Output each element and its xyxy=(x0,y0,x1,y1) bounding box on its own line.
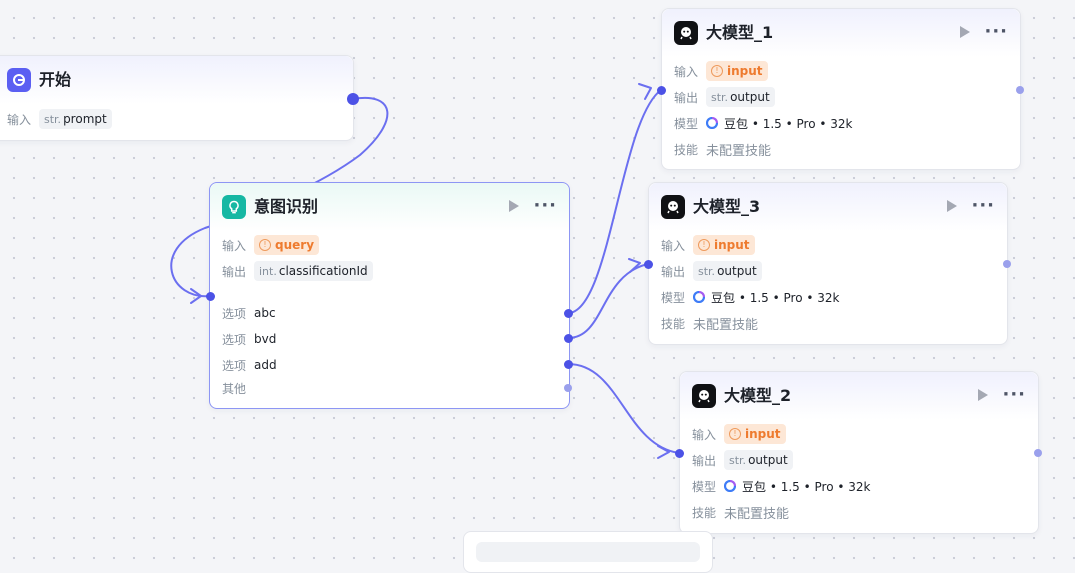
intent-option-1-port[interactable] xyxy=(564,309,573,318)
more-icon[interactable]: ··· xyxy=(1002,384,1026,405)
llm2-node-title: 大模型_2 xyxy=(724,386,792,405)
play-icon[interactable] xyxy=(978,389,989,401)
play-icon[interactable] xyxy=(509,200,520,212)
start-output-port[interactable] xyxy=(347,93,359,105)
llm-robot-icon xyxy=(674,21,698,45)
llm1-skill-row: 技能 未配置技能 xyxy=(674,139,771,159)
start-node-header: 开始 xyxy=(0,56,353,104)
llm3-node[interactable]: 大模型_3 ··· 输入 ! input 输出 str. output 模型 豆… xyxy=(648,182,1008,345)
start-input-row: 输入 str. prompt xyxy=(7,109,112,129)
llm1-input-port[interactable] xyxy=(657,86,666,95)
intent-output-chip[interactable]: int. classificationId xyxy=(254,261,373,281)
intent-option-1: abc xyxy=(254,306,276,320)
llm2-node-header: 大模型_2 ··· xyxy=(680,372,1038,420)
edge-add-to-llm2 xyxy=(567,363,680,454)
intent-option-row-2: 选项 bvd xyxy=(222,332,277,347)
llm1-node-header: 大模型_1 ··· xyxy=(662,9,1020,57)
llm2-node-actions: ··· xyxy=(978,386,1026,404)
intent-input-chip[interactable]: ! query xyxy=(254,235,320,255)
start-icon xyxy=(7,68,31,92)
intent-option-3: add xyxy=(254,358,277,372)
llm2-skill-row: 技能 未配置技能 xyxy=(692,502,789,522)
llm2-model-row: 模型 豆包 • 1.5 • Pro • 32k xyxy=(692,479,871,494)
llm3-node-title: 大模型_3 xyxy=(693,197,761,216)
doubao-model-icon xyxy=(693,291,705,303)
intent-node[interactable]: 意图识别 ··· 输入 ! query 输出 int. classificati… xyxy=(209,182,570,409)
llm1-output-chip[interactable]: str. output xyxy=(706,87,775,107)
llm3-node-header: 大模型_3 ··· xyxy=(649,183,1007,231)
llm1-model-row: 模型 豆包 • 1.5 • Pro • 32k xyxy=(674,116,853,131)
intent-other-row: 其他 xyxy=(222,381,247,396)
warning-icon: ! xyxy=(698,239,710,251)
input-label: 输入 xyxy=(7,112,32,127)
partial-node-bottom[interactable] xyxy=(463,531,713,573)
llm1-skill-value: 未配置技能 xyxy=(706,143,772,159)
start-node-title: 开始 xyxy=(39,70,72,89)
more-icon[interactable]: ··· xyxy=(533,195,557,216)
intent-node-title: 意图识别 xyxy=(254,197,319,216)
llm2-output-port[interactable] xyxy=(1034,449,1042,457)
intent-node-header: 意图识别 ··· xyxy=(210,183,569,231)
llm2-input-port[interactable] xyxy=(675,449,684,458)
warning-icon: ! xyxy=(729,428,741,440)
llm2-input-row: 输入 ! input xyxy=(692,424,786,444)
doubao-model-icon xyxy=(706,117,718,129)
llm3-output-chip[interactable]: str. output xyxy=(693,261,762,281)
llm1-model-name[interactable]: 豆包 • 1.5 • Pro • 32k xyxy=(724,116,853,131)
more-icon[interactable]: ··· xyxy=(984,21,1008,42)
llm2-input-chip[interactable]: ! input xyxy=(724,424,786,444)
arrowhead-llm1 xyxy=(638,83,652,100)
llm1-input-row: 输入 ! input xyxy=(674,61,768,81)
start-node[interactable]: 开始 输入 str. prompt xyxy=(0,55,354,141)
llm1-output-row: 输出 str. output xyxy=(674,87,775,107)
lightbulb-icon xyxy=(222,195,246,219)
arrowhead-intent xyxy=(190,288,202,304)
llm3-model-row: 模型 豆包 • 1.5 • Pro • 32k xyxy=(661,290,840,305)
llm3-model-name[interactable]: 豆包 • 1.5 • Pro • 32k xyxy=(711,290,840,305)
llm2-output-row: 输出 str. output xyxy=(692,450,793,470)
llm-robot-icon xyxy=(661,195,685,219)
play-icon[interactable] xyxy=(960,26,971,38)
llm1-input-chip[interactable]: ! input xyxy=(706,61,768,81)
partial-node-header xyxy=(476,542,700,562)
llm3-output-row: 输出 str. output xyxy=(661,261,762,281)
llm2-output-chip[interactable]: str. output xyxy=(724,450,793,470)
llm1-node-actions: ··· xyxy=(960,23,1008,41)
more-icon[interactable]: ··· xyxy=(971,195,995,216)
llm3-skill-value: 未配置技能 xyxy=(693,317,759,333)
warning-icon: ! xyxy=(259,239,271,251)
intent-node-actions: ··· xyxy=(509,197,557,215)
llm2-model-name[interactable]: 豆包 • 1.5 • Pro • 32k xyxy=(742,479,871,494)
llm3-output-port[interactable] xyxy=(1003,260,1011,268)
arrowhead-llm2 xyxy=(657,445,670,459)
intent-input-row: 输入 ! query xyxy=(222,235,320,255)
llm3-node-actions: ··· xyxy=(947,197,995,215)
start-input-chip[interactable]: str. prompt xyxy=(39,109,112,129)
llm1-output-port[interactable] xyxy=(1016,86,1024,94)
intent-option-2-port[interactable] xyxy=(564,334,573,343)
edge-bvd-to-llm3 xyxy=(567,263,649,339)
llm1-node-title: 大模型_1 xyxy=(706,23,774,42)
intent-option-3-port[interactable] xyxy=(564,360,573,369)
llm3-input-chip[interactable]: ! input xyxy=(693,235,755,255)
intent-option-row-3: 选项 add xyxy=(222,358,277,373)
intent-input-port[interactable] xyxy=(206,292,215,301)
intent-other-port[interactable] xyxy=(564,384,572,392)
intent-option-2: bvd xyxy=(254,332,277,346)
warning-icon: ! xyxy=(711,65,723,77)
llm3-skill-row: 技能 未配置技能 xyxy=(661,313,758,333)
arrowhead-llm3 xyxy=(628,258,641,273)
llm-robot-icon xyxy=(692,384,716,408)
llm3-input-port[interactable] xyxy=(644,260,653,269)
llm2-node[interactable]: 大模型_2 ··· 输入 ! input 输出 str. output 模型 豆… xyxy=(679,371,1039,534)
llm2-skill-value: 未配置技能 xyxy=(724,506,790,522)
intent-option-row-1: 选项 abc xyxy=(222,306,276,321)
intent-output-row: 输出 int. classificationId xyxy=(222,261,373,281)
llm1-node[interactable]: 大模型_1 ··· 输入 ! input 输出 str. output 模型 豆… xyxy=(661,8,1021,170)
llm3-input-row: 输入 ! input xyxy=(661,235,755,255)
play-icon[interactable] xyxy=(947,200,958,212)
doubao-model-icon xyxy=(724,480,736,492)
